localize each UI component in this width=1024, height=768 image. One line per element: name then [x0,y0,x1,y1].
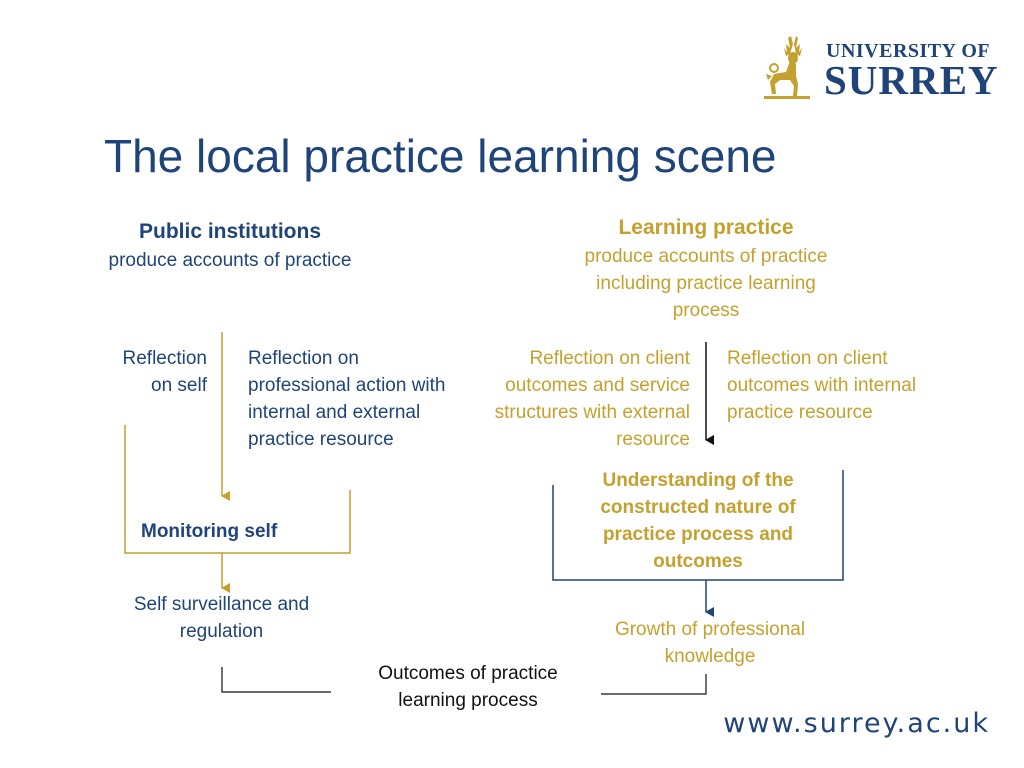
growth-professional-knowledge: Growth of professional knowledge [614,619,806,667]
bracket-left [124,425,351,554]
footer-url: www.surrey.ac.uk [723,708,990,739]
monitoring-self: Monitoring self [141,521,278,542]
logo-surrey: SURREY [824,57,999,103]
reflection-on-self: Reflection on self [122,348,208,396]
outcomes-practice-learning: Outcomes of practice learning process [378,663,558,711]
reflection-client-internal: Reflection on client outcomes with inter… [727,348,917,423]
stag-icon [764,36,810,99]
reflection-client-external: Reflection on client outcomes and servic… [494,348,690,450]
learning-practice-heading: Learning practice [618,216,794,239]
right-heading-block: Learning practice produce accounts of pr… [568,213,844,324]
reflection-on-professional-action: Reflection on professional action with i… [248,348,446,450]
learning-practice-subheading: produce accounts of practice including p… [584,246,828,321]
bracket-right [552,470,844,581]
outcome-connector-right [601,674,707,695]
slide-title: The local practice learning scene [104,130,777,182]
logo-university-of: UNIVERSITY OF [826,40,991,62]
self-surveillance: Self surveillance and regulation [133,594,310,642]
understanding-constructed-nature: Understanding of the constructed nature … [600,470,796,572]
public-institutions-heading: Public institutions [139,220,321,243]
public-institutions-subheading: produce accounts of practice [108,250,352,271]
university-logo [760,34,1000,104]
outcome-connector-left [221,667,331,693]
left-heading-block: Public institutions produce accounts of … [100,217,360,274]
